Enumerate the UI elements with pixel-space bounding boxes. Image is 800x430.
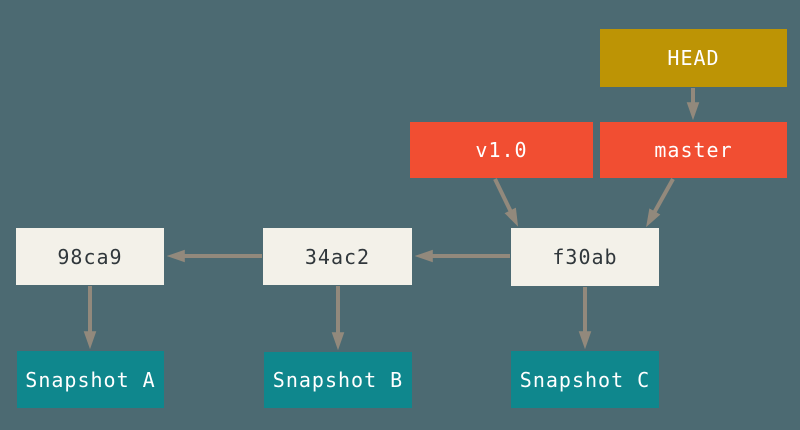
snapshot-c-box: Snapshot C xyxy=(511,351,659,408)
snapshot-b-box: Snapshot B xyxy=(264,352,412,408)
branch-master-box: master xyxy=(600,122,787,178)
head-pointer-box: HEAD xyxy=(600,29,787,87)
commit-f30ab-box: f30ab xyxy=(511,228,659,286)
edge-v10-to-f30ab xyxy=(493,178,519,227)
snapshot-a-box: Snapshot A xyxy=(17,351,164,408)
commit-34ac2-box: 34ac2 xyxy=(263,228,412,285)
tag-v1-0-box: v1.0 xyxy=(410,122,593,178)
commit-98ca9-box: 98ca9 xyxy=(16,228,164,285)
edge-master-to-f30ab xyxy=(646,178,675,228)
